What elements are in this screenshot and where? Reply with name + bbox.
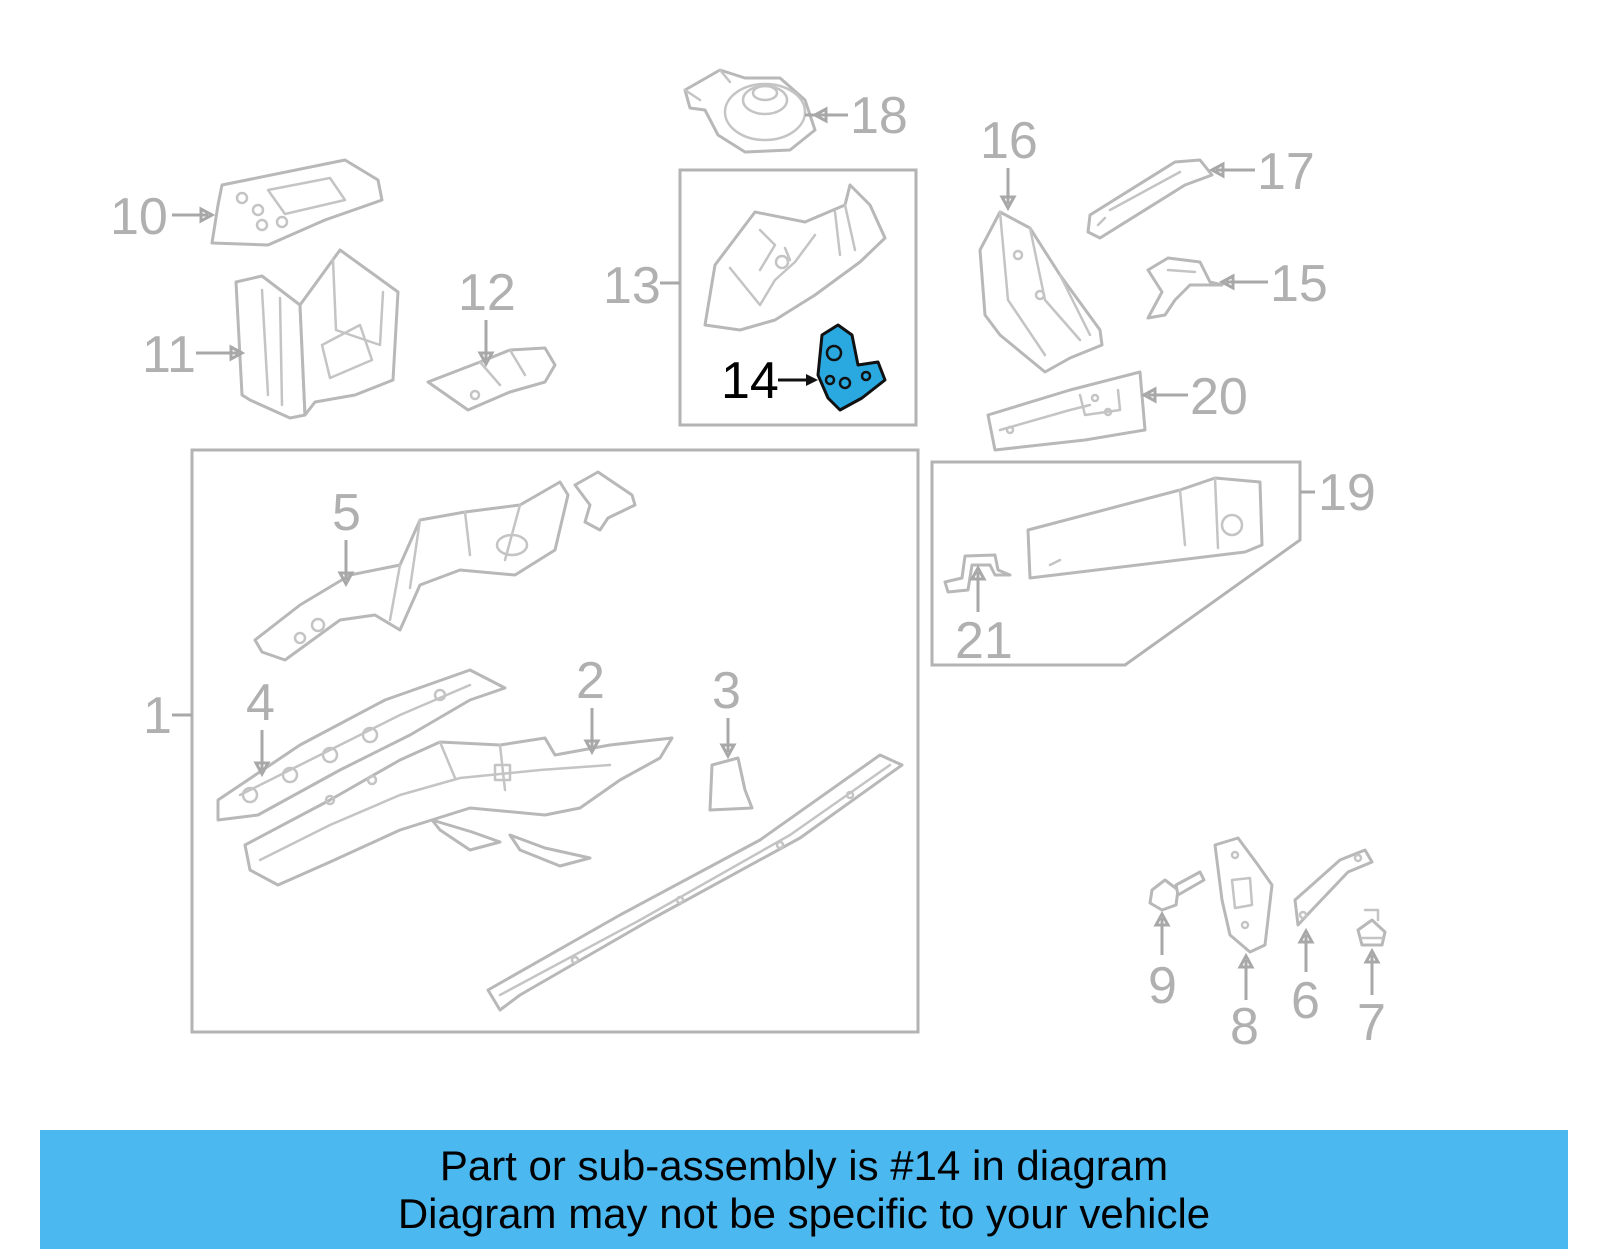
- part-3-gusset[interactable]: [708, 756, 754, 812]
- part-12-plate[interactable]: [426, 346, 557, 412]
- info-banner: Part or sub-assembly is #14 in diagram D…: [40, 1130, 1568, 1249]
- part-19-rail-section[interactable]: [1026, 476, 1264, 580]
- part-6-strap[interactable]: [1293, 848, 1374, 927]
- callout-15: 15: [1270, 255, 1328, 313]
- callout-4: 4: [246, 674, 275, 732]
- part-7-clip[interactable]: [1356, 908, 1387, 947]
- callout-18: 18: [850, 87, 908, 145]
- callout-9: 9: [1148, 957, 1177, 1015]
- part-11-box-bracket[interactable]: [234, 248, 400, 420]
- part-2-small-brackets[interactable]: [430, 818, 592, 868]
- part-17-brace[interactable]: [1086, 158, 1214, 240]
- callout-12: 12: [458, 264, 516, 322]
- callout-5: 5: [332, 484, 361, 542]
- callout-19: 19: [1318, 464, 1376, 522]
- callout-10: 10: [110, 188, 168, 246]
- part-10-bracket[interactable]: [210, 158, 384, 247]
- callout-2: 2: [576, 652, 605, 710]
- callout-3: 3: [712, 662, 741, 720]
- part-15-bracket[interactable]: [1146, 256, 1224, 320]
- part-13-apron[interactable]: [703, 183, 887, 332]
- callout-13: 13: [603, 257, 661, 315]
- part-21-clip[interactable]: [943, 553, 1012, 594]
- part-4-inner-rail[interactable]: [216, 668, 507, 822]
- callout-20: 20: [1190, 368, 1248, 426]
- part-18-strut-mount[interactable]: [683, 68, 817, 154]
- callout-1: 1: [143, 687, 172, 745]
- part-20-rail-end[interactable]: [986, 370, 1147, 452]
- part-16-panel[interactable]: [978, 210, 1104, 374]
- frame-1: [190, 448, 920, 1034]
- callout-21: 21: [955, 612, 1013, 670]
- callout-16: 16: [980, 112, 1038, 170]
- callout-11: 11: [142, 326, 196, 384]
- banner-line-1: Part or sub-assembly is #14 in diagram: [439, 1142, 1169, 1189]
- part-8-plate[interactable]: [1213, 836, 1274, 954]
- frame-13-14: [678, 168, 918, 427]
- callout-17: 17: [1257, 143, 1315, 201]
- callout-8: 8: [1230, 998, 1259, 1056]
- part-14-highlighted-bracket[interactable]: [816, 323, 887, 412]
- callout-6: 6: [1291, 972, 1320, 1030]
- part-2-main-rail[interactable]: [243, 736, 674, 887]
- part-5-front-rail[interactable]: [253, 470, 637, 662]
- part-1-rocker-rail[interactable]: [486, 753, 904, 1012]
- callout-14: 14: [721, 352, 779, 410]
- part-9-bolt[interactable]: [1148, 870, 1206, 912]
- frame-19: [930, 460, 1302, 667]
- banner-line-2: Diagram may not be specific to your vehi…: [397, 1190, 1211, 1237]
- callout-7: 7: [1357, 994, 1386, 1052]
